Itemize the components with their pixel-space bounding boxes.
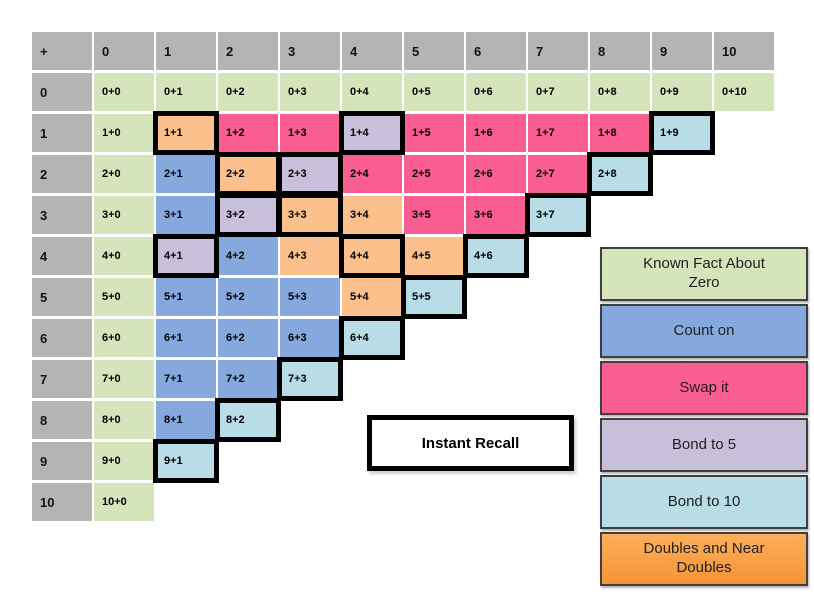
row-header-6: 6 (32, 319, 92, 357)
cell-2+5: 2+5 (404, 155, 464, 193)
cell-3+2: 3+2 (215, 193, 281, 237)
cell-5+4: 5+4 (342, 278, 402, 316)
legend-item-doubles: Doubles and Near Doubles (600, 532, 808, 586)
legend-item-swap: Swap it (600, 361, 808, 415)
cell-1+3: 1+3 (280, 114, 340, 152)
col-header-10: 10 (714, 32, 774, 70)
instant-recall-box: Instant Recall (367, 415, 574, 471)
cell-2+1: 2+1 (156, 155, 216, 193)
cell-8+0: 8+0 (94, 401, 154, 439)
cell-2+6: 2+6 (466, 155, 526, 193)
cell-1+4: 1+4 (339, 111, 405, 155)
cell-3+7: 3+7 (525, 193, 591, 237)
cell-0+8: 0+8 (590, 73, 650, 111)
cell-1+6: 1+6 (466, 114, 526, 152)
col-header-0: 0 (94, 32, 154, 70)
cell-0+3: 0+3 (280, 73, 340, 111)
col-header-7: 7 (528, 32, 588, 70)
cell-6+4: 6+4 (339, 316, 405, 360)
cell-1+8: 1+8 (590, 114, 650, 152)
cell-10+0: 10+0 (94, 483, 154, 521)
cell-9+0: 9+0 (94, 442, 154, 480)
cell-4+1: 4+1 (153, 234, 219, 278)
col-header-1: 1 (156, 32, 216, 70)
col-header-3: 3 (280, 32, 340, 70)
legend-item-bond5: Bond to 5 (600, 418, 808, 472)
cell-4+6: 4+6 (463, 234, 529, 278)
row-header-4: 4 (32, 237, 92, 275)
cell-3+5: 3+5 (404, 196, 464, 234)
cell-7+1: 7+1 (156, 360, 216, 398)
cell-6+0: 6+0 (94, 319, 154, 357)
cell-8+1: 8+1 (156, 401, 216, 439)
cell-3+4: 3+4 (342, 196, 402, 234)
cell-0+1: 0+1 (156, 73, 216, 111)
cell-4+2: 4+2 (218, 237, 278, 275)
legend-item-bond10: Bond to 10 (600, 475, 808, 529)
cell-0+6: 0+6 (466, 73, 526, 111)
cell-4+5: 4+5 (404, 237, 464, 275)
cell-8+2: 8+2 (215, 398, 281, 442)
col-header-5: 5 (404, 32, 464, 70)
row-header-5: 5 (32, 278, 92, 316)
cell-2+4: 2+4 (342, 155, 402, 193)
cell-7+0: 7+0 (94, 360, 154, 398)
cell-0+0: 0+0 (94, 73, 154, 111)
col-header-2: 2 (218, 32, 278, 70)
col-header-4: 4 (342, 32, 402, 70)
cell-5+5: 5+5 (401, 275, 467, 319)
row-header-7: 7 (32, 360, 92, 398)
cell-1+2: 1+2 (218, 114, 278, 152)
cell-0+2: 0+2 (218, 73, 278, 111)
cell-4+3: 4+3 (280, 237, 340, 275)
cell-1+0: 1+0 (94, 114, 154, 152)
cell-1+5: 1+5 (404, 114, 464, 152)
cell-3+1: 3+1 (156, 196, 216, 234)
col-header-8: 8 (590, 32, 650, 70)
cell-2+8: 2+8 (587, 152, 653, 196)
cell-2+0: 2+0 (94, 155, 154, 193)
corner-header: + (32, 32, 92, 70)
row-header-2: 2 (32, 155, 92, 193)
cell-3+0: 3+0 (94, 196, 154, 234)
row-header-10: 10 (32, 483, 92, 521)
row-header-8: 8 (32, 401, 92, 439)
row-header-3: 3 (32, 196, 92, 234)
legend-item-zero: Known Fact About Zero (600, 247, 808, 301)
row-header-1: 1 (32, 114, 92, 152)
cell-5+0: 5+0 (94, 278, 154, 316)
cell-6+1: 6+1 (156, 319, 216, 357)
cell-1+7: 1+7 (528, 114, 588, 152)
cell-1+9: 1+9 (649, 111, 715, 155)
cell-2+3: 2+3 (277, 152, 343, 196)
cell-7+2: 7+2 (218, 360, 278, 398)
cell-5+1: 5+1 (156, 278, 216, 316)
col-header-9: 9 (652, 32, 712, 70)
row-header-9: 9 (32, 442, 92, 480)
cell-1+1: 1+1 (153, 111, 219, 155)
legend-item-count_on: Count on (600, 304, 808, 358)
cell-2+7: 2+7 (528, 155, 588, 193)
cell-4+4: 4+4 (339, 234, 405, 278)
cell-0+9: 0+9 (652, 73, 712, 111)
cell-0+5: 0+5 (404, 73, 464, 111)
instant-recall-label: Instant Recall (421, 434, 520, 452)
cell-0+7: 0+7 (528, 73, 588, 111)
cell-3+3: 3+3 (277, 193, 343, 237)
cell-7+3: 7+3 (277, 357, 343, 401)
col-header-6: 6 (466, 32, 526, 70)
cell-5+3: 5+3 (280, 278, 340, 316)
cell-3+6: 3+6 (466, 196, 526, 234)
cell-6+3: 6+3 (280, 319, 340, 357)
cell-5+2: 5+2 (218, 278, 278, 316)
row-header-0: 0 (32, 73, 92, 111)
cell-0+10: 0+10 (714, 73, 774, 111)
cell-4+0: 4+0 (94, 237, 154, 275)
cell-2+2: 2+2 (215, 152, 281, 196)
cell-6+2: 6+2 (218, 319, 278, 357)
cell-0+4: 0+4 (342, 73, 402, 111)
cell-9+1: 9+1 (153, 439, 219, 483)
